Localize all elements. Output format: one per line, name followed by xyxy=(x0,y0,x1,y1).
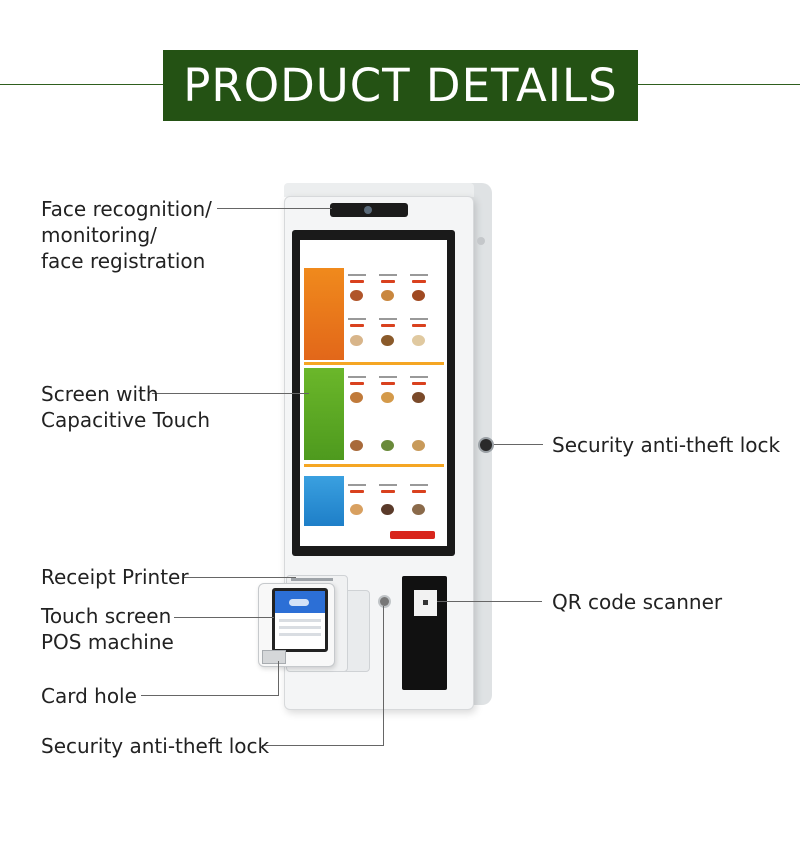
callout-line-face xyxy=(217,208,332,209)
price-tag xyxy=(350,490,364,493)
callout-line-card-h xyxy=(141,695,279,696)
menu-text-line xyxy=(348,274,366,276)
food-thumb xyxy=(412,335,425,346)
price-tag xyxy=(412,280,426,283)
price-tag xyxy=(412,324,426,327)
callout-line-lock-bottom-h xyxy=(262,745,384,746)
menu-banner-2 xyxy=(304,368,344,460)
menu-text-line xyxy=(379,318,397,320)
label-line: QR code scanner xyxy=(552,590,723,614)
menu-text-line xyxy=(348,318,366,320)
food-thumb xyxy=(381,392,394,403)
label-lock-bottom: Security anti-theft lock xyxy=(41,733,269,759)
label-card-hole: Card hole xyxy=(41,683,137,709)
menu-divider-2 xyxy=(304,464,444,467)
label-qr-scanner: QR code scanner xyxy=(552,589,722,615)
price-tag xyxy=(350,382,364,385)
checkout-button xyxy=(390,531,435,539)
label-line: Security anti-theft lock xyxy=(41,734,270,758)
callout-line-card-v xyxy=(278,661,279,696)
menu-text-line xyxy=(348,484,366,486)
label-receipt-printer: Receipt Printer xyxy=(41,564,189,590)
header-rule-left xyxy=(0,84,163,85)
label-line: face registration xyxy=(41,249,206,273)
price-tag xyxy=(381,382,395,385)
label-line: Card hole xyxy=(41,684,137,708)
callout-line-lock-bottom-v xyxy=(383,606,384,746)
label-line: Security anti-theft lock xyxy=(552,433,781,457)
label-face-recognition: Face recognition/ monitoring/ face regis… xyxy=(41,196,212,274)
food-thumb xyxy=(381,504,394,515)
menu-text-line xyxy=(410,274,428,276)
menu-text-line xyxy=(379,484,397,486)
food-thumb xyxy=(350,440,363,451)
price-tag xyxy=(381,324,395,327)
food-thumb xyxy=(412,392,425,403)
menu-banner-3 xyxy=(304,476,344,526)
price-tag xyxy=(412,382,426,385)
qr-scanner-window xyxy=(414,590,437,616)
pos-keypad-row xyxy=(279,619,321,622)
lock-icon-bottom xyxy=(380,597,389,606)
label-line: Face recognition/ xyxy=(41,197,212,221)
price-tag xyxy=(381,490,395,493)
menu-text-line xyxy=(348,376,366,378)
lock-icon-right xyxy=(480,439,492,451)
price-tag xyxy=(350,324,364,327)
page-title: PRODUCT DETAILS xyxy=(183,59,618,112)
label-line: monitoring/ xyxy=(41,223,157,247)
label-line: POS machine xyxy=(41,630,174,654)
food-thumb xyxy=(350,504,363,515)
printer-slot xyxy=(291,578,333,581)
menu-text-line xyxy=(379,274,397,276)
label-line: Touch screen xyxy=(41,604,172,628)
menu-divider-1 xyxy=(304,362,444,365)
callout-line-printer xyxy=(184,577,296,578)
callout-line-screen xyxy=(152,393,309,394)
food-thumb xyxy=(412,504,425,515)
label-screen: Screen with Capacitive Touch xyxy=(41,381,210,433)
card-slot xyxy=(262,650,286,664)
label-pos: Touch screen POS machine xyxy=(41,603,174,655)
food-thumb xyxy=(381,335,394,346)
kiosk-screen xyxy=(300,240,447,546)
header-banner: PRODUCT DETAILS xyxy=(163,50,638,121)
speaker-icon xyxy=(477,237,485,245)
food-thumb xyxy=(350,392,363,403)
kiosk-top-panel xyxy=(284,183,474,197)
pos-keypad-row xyxy=(279,633,321,636)
food-thumb xyxy=(412,290,425,301)
food-thumb xyxy=(350,335,363,346)
label-line: Receipt Printer xyxy=(41,565,189,589)
food-thumb xyxy=(412,440,425,451)
pos-amount-pill xyxy=(289,599,309,606)
price-tag xyxy=(412,490,426,493)
food-thumb xyxy=(381,440,394,451)
callout-line-lock-right xyxy=(494,444,543,445)
camera-icon xyxy=(364,206,372,214)
callout-line-pos xyxy=(174,617,274,618)
menu-text-line xyxy=(410,484,428,486)
menu-text-line xyxy=(379,376,397,378)
food-thumb xyxy=(381,290,394,301)
food-thumb xyxy=(350,290,363,301)
menu-text-line xyxy=(410,376,428,378)
price-tag xyxy=(350,280,364,283)
menu-text-line xyxy=(410,318,428,320)
pos-keypad-row xyxy=(279,626,321,629)
callout-line-qr xyxy=(437,601,542,602)
pos-screen xyxy=(272,588,328,652)
price-tag xyxy=(381,280,395,283)
label-lock-right: Security anti-theft lock xyxy=(552,432,780,458)
header-rule-right xyxy=(638,84,800,85)
label-line: Screen with xyxy=(41,382,159,406)
menu-banner-1 xyxy=(304,268,344,360)
label-line: Capacitive Touch xyxy=(41,408,211,432)
